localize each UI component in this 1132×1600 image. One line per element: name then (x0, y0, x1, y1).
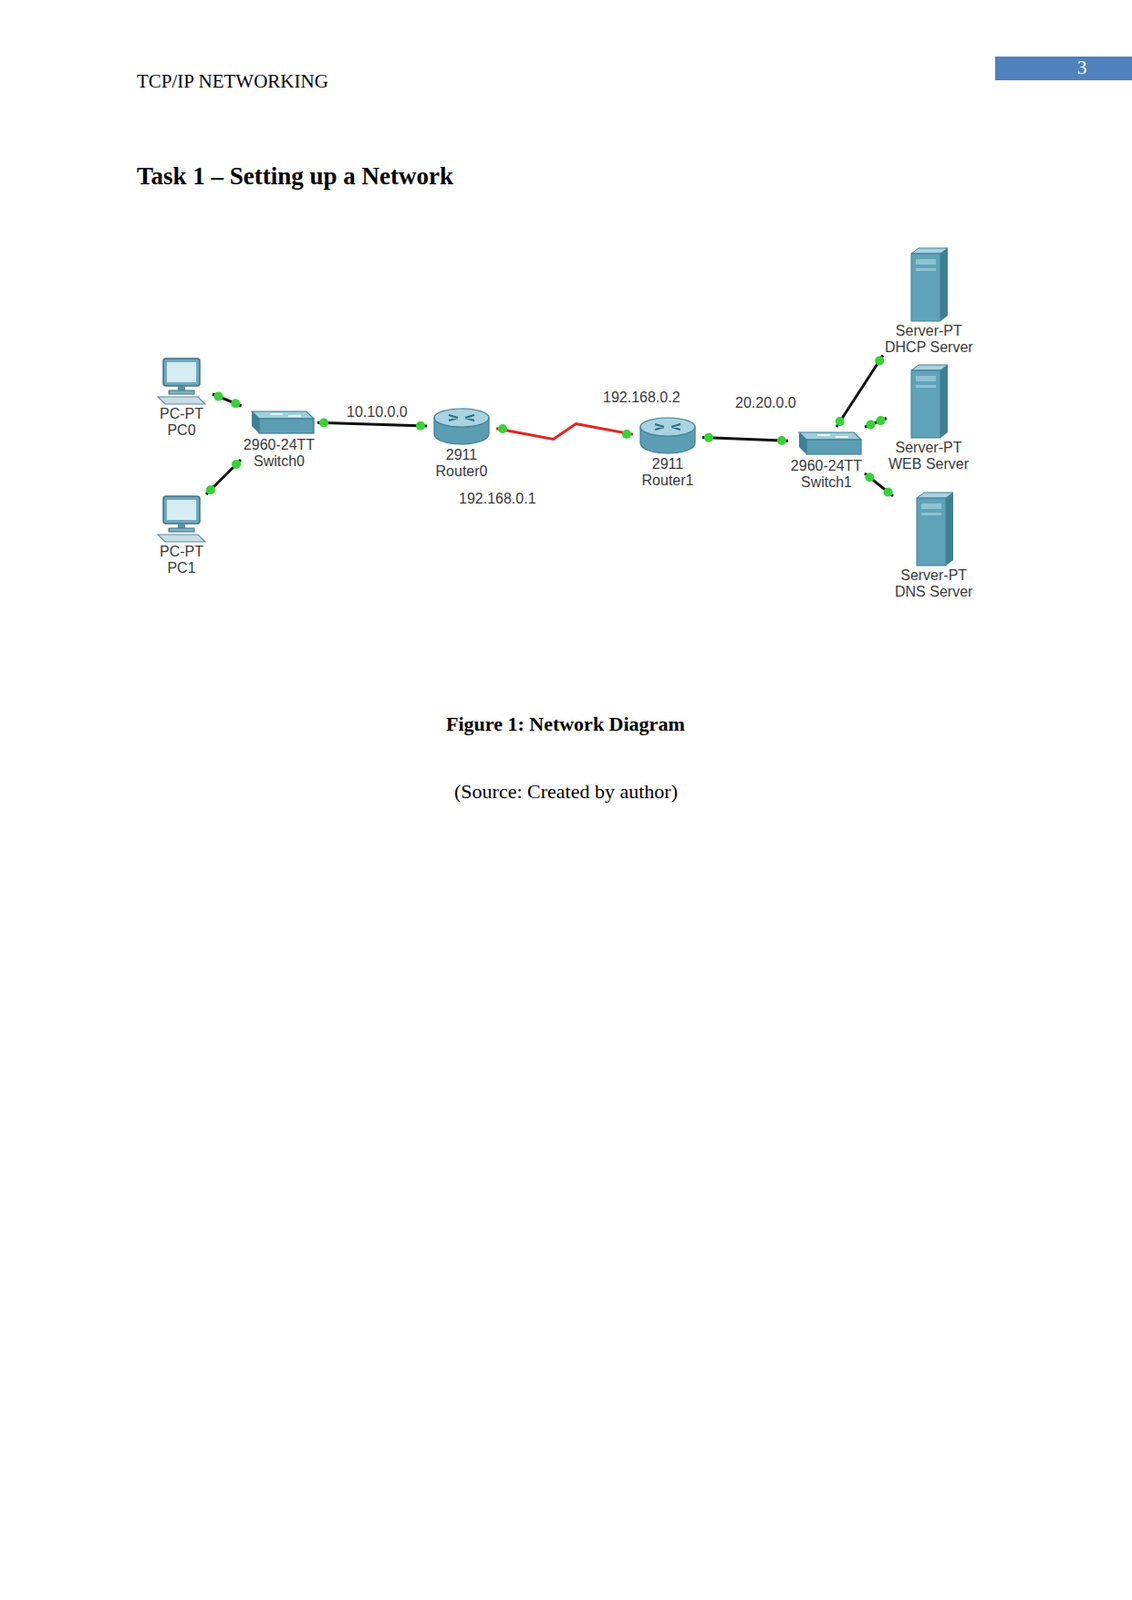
device-name: DNS Server (894, 583, 973, 601)
network-device: PC-PTPC0 (150, 356, 213, 439)
link-light (231, 459, 241, 469)
device-name: PC1 (166, 560, 196, 577)
interface-address: 192.168.0.1 (456, 489, 539, 508)
link-light (230, 398, 240, 408)
network-device: PC-PTPC1 (150, 494, 213, 577)
device-name: WEB Server (888, 456, 969, 473)
device-name: Switch1 (800, 474, 852, 491)
interface-address: 192.168.0.2 (601, 388, 683, 406)
serial-link (496, 424, 634, 440)
running-header: TCP/IP NETWORKING (136, 70, 329, 94)
page-number: 3 (1077, 56, 1088, 80)
link-light (866, 420, 876, 430)
device-name: DHCP Server (884, 339, 974, 356)
network-device: Server-PTDNS Server (893, 490, 975, 601)
network-device: 2960-24TTSwitch1 (788, 426, 865, 491)
device-name: Router1 (642, 472, 695, 489)
device-model: Server-PT (900, 567, 967, 584)
ethernet-link (212, 392, 242, 409)
link-light (622, 429, 632, 439)
link-light (835, 416, 845, 426)
network-device: 2911Router0 (426, 406, 497, 480)
device-icon (909, 490, 959, 568)
network-address: 10.10.0.0 (344, 403, 410, 421)
device-name: Switch0 (253, 453, 305, 470)
device-model: 2960-24TT (790, 457, 862, 475)
link-light (415, 421, 426, 431)
device-model: 2960-24TT (243, 436, 315, 454)
device-model: PC-PT (159, 543, 204, 561)
link-light (874, 355, 884, 365)
link-light (876, 415, 886, 426)
network-address: 20.20.0.0 (733, 394, 799, 412)
link-light (214, 392, 224, 402)
page-number-bar (995, 56, 1132, 81)
figure-caption: Figure 1: Network Diagram (446, 712, 686, 737)
link-light (864, 472, 874, 482)
device-icon (152, 356, 211, 406)
link-light (704, 433, 714, 443)
device-model: 2911 (652, 456, 684, 473)
device-icon (428, 406, 495, 447)
link-light (319, 418, 329, 428)
link-light (498, 424, 508, 434)
ethernet-link (864, 472, 894, 497)
ethernet-link (206, 459, 241, 495)
figure-source: (Source: Created by author) (454, 779, 678, 804)
device-name: Router0 (436, 463, 489, 480)
device-model: PC-PT (159, 405, 204, 423)
section-title: Task 1 – Setting up a Network (136, 161, 454, 191)
device-model: 2911 (446, 446, 478, 464)
ethernet-link (702, 433, 789, 446)
network-device: Server-PTDHCP Server (882, 246, 976, 356)
device-icon (903, 246, 954, 323)
device-model: Server-PT (895, 322, 963, 340)
ethernet-link (835, 355, 884, 428)
device-icon (152, 494, 211, 544)
network-device: 2911Router1 (633, 415, 703, 489)
device-model: Server-PT (895, 439, 963, 457)
network-device: Server-PTWEB Server (886, 363, 971, 473)
network-device: 2960-24TTSwitch0 (240, 405, 318, 470)
link-light (777, 436, 787, 446)
device-icon (903, 363, 954, 440)
device-name: PC0 (166, 422, 196, 439)
link-light (883, 488, 894, 498)
ethernet-link (864, 415, 887, 429)
device-icon (789, 426, 863, 458)
device-icon (634, 415, 701, 457)
device-icon (242, 405, 316, 437)
link-light (206, 485, 216, 495)
